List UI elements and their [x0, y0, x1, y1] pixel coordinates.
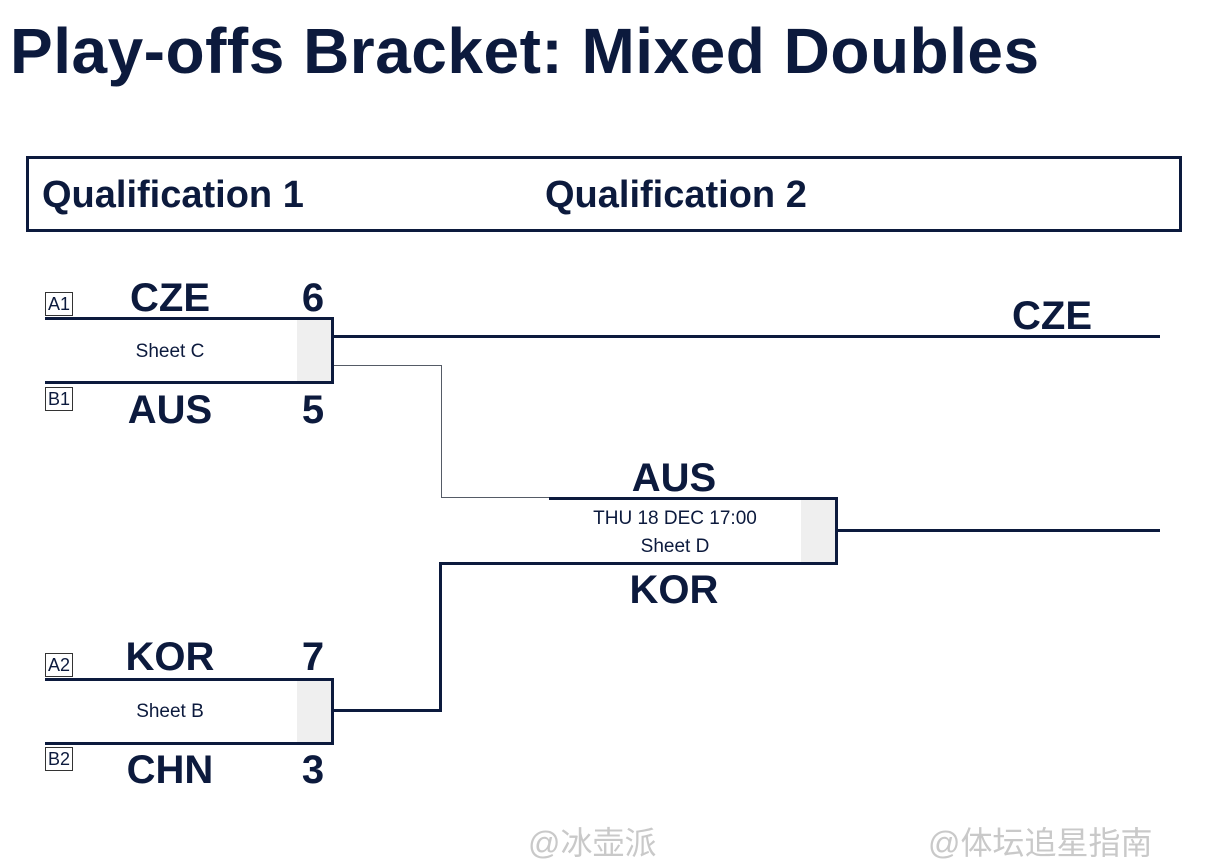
round-label-qualification-2: Qualification 2	[545, 174, 807, 216]
watermark: @冰壶派	[528, 825, 657, 861]
watermark: @体坛追星指南	[928, 825, 1153, 861]
bracket-line	[334, 365, 442, 366]
bracket-line	[549, 562, 838, 565]
bracket-line	[441, 365, 442, 498]
advanced-team-name: CZE	[1012, 294, 1092, 338]
score-cell	[801, 498, 838, 564]
seed-badge: A1	[45, 292, 73, 316]
team-name: KOR	[125, 635, 215, 679]
bracket-line	[334, 709, 442, 712]
page-title: Play-offs Bracket: Mixed Doubles	[10, 15, 1040, 87]
team-name: CZE	[130, 276, 210, 320]
score-cell	[297, 678, 334, 744]
sheet-label: Sheet D	[640, 536, 710, 557]
bracket-line	[441, 497, 551, 498]
bracket-line	[45, 381, 334, 384]
sheet-label: Sheet B	[136, 701, 204, 722]
bracket-line	[439, 562, 551, 565]
seed-badge: A2	[45, 653, 73, 677]
bracket-line	[439, 562, 442, 712]
team-name: CHN	[126, 748, 214, 792]
bracket-line	[45, 317, 334, 320]
team-score: 3	[301, 748, 325, 792]
bracket-line	[838, 529, 1160, 532]
bracket-line	[45, 742, 334, 745]
round-label-qualification-1: Qualification 1	[42, 174, 304, 216]
sheet-label: Sheet C	[135, 341, 205, 362]
score-cell	[297, 317, 334, 383]
rounds-header	[26, 156, 1182, 232]
seed-badge: B1	[45, 387, 73, 411]
team-name: AUS	[127, 388, 213, 432]
team-name: KOR	[629, 568, 719, 612]
team-score: 7	[301, 635, 325, 679]
game-datetime: THU 18 DEC 17:00	[593, 508, 757, 529]
team-name: AUS	[631, 456, 717, 500]
team-score: 6	[301, 276, 325, 320]
bracket-line	[549, 497, 838, 500]
team-score: 5	[301, 388, 325, 432]
bracket-line	[334, 335, 1160, 338]
seed-badge: B2	[45, 747, 73, 771]
bracket-line	[45, 678, 334, 681]
